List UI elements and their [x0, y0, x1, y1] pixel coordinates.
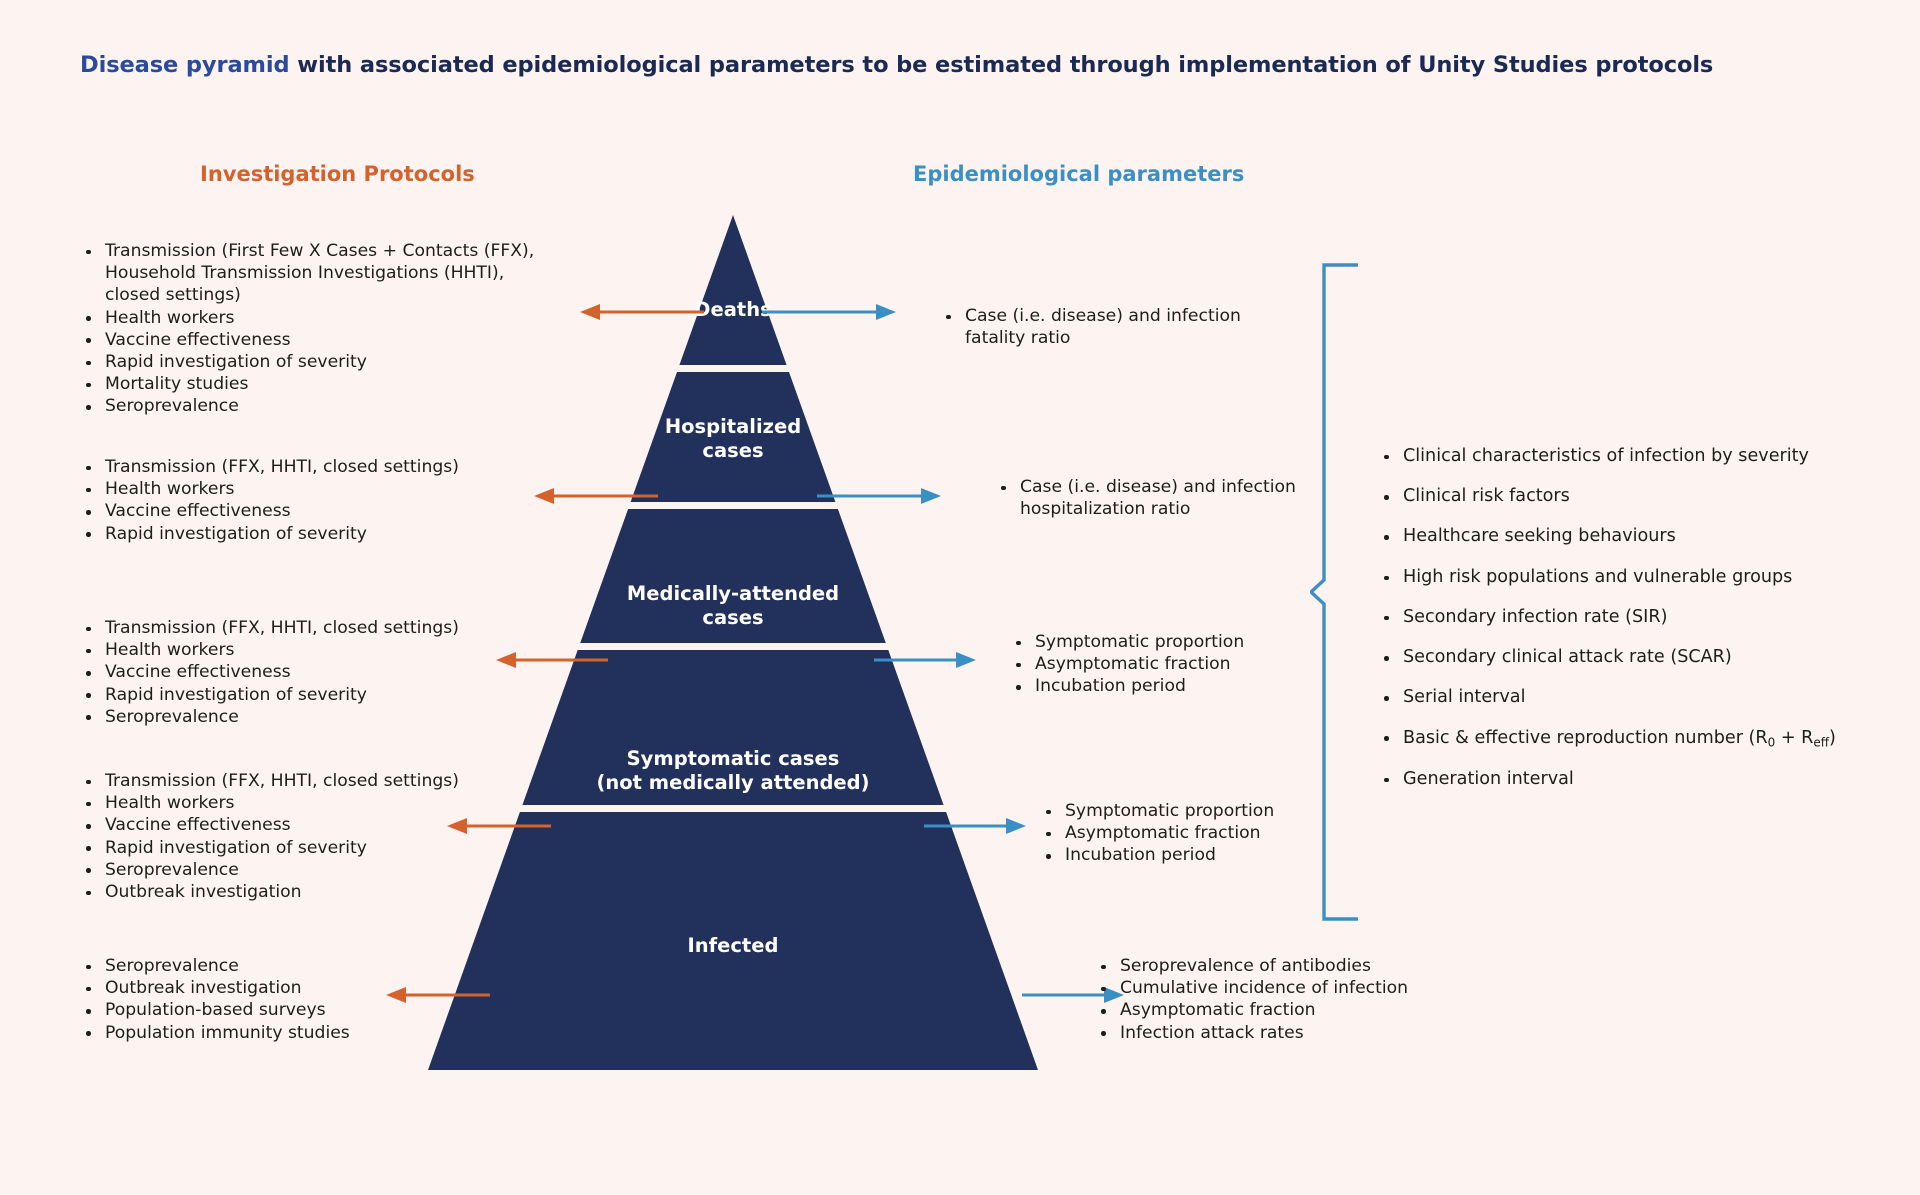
- pyramid-shape: [428, 215, 1038, 1070]
- grouping-brace: [1310, 263, 1358, 921]
- parameter-list-hospitalized: Case (i.e. disease) and infection hospit…: [995, 476, 1325, 520]
- investigation-protocols-heading: Investigation Protocols: [200, 162, 475, 186]
- list-item: Vaccine effectiveness: [80, 329, 550, 351]
- protocol-block-hospitalized: Transmission (FFX, HHTI, closed settings…: [80, 456, 550, 545]
- list-item: Outbreak investigation: [80, 977, 550, 999]
- list-item: Clinical characteristics of infection by…: [1378, 445, 1878, 468]
- list-item: Seroprevalence: [80, 955, 550, 977]
- list-item: Case (i.e. disease) and infection hospit…: [995, 476, 1325, 520]
- title-accent: Disease pyramid: [80, 52, 290, 78]
- protocol-block-medically-attended: Transmission (FFX, HHTI, closed settings…: [80, 617, 550, 728]
- protocol-list-hospitalized: Transmission (FFX, HHTI, closed settings…: [80, 456, 550, 545]
- arrow-right-symptomatic: [924, 818, 1026, 834]
- parameter-block-hospitalized: Case (i.e. disease) and infection hospit…: [995, 476, 1325, 520]
- list-item: Vaccine effectiveness: [80, 500, 550, 522]
- list-item: Secondary clinical attack rate (SCAR): [1378, 646, 1878, 669]
- list-item: Rapid investigation of severity: [80, 523, 550, 545]
- list-item: High risk populations and vulnerable gro…: [1378, 566, 1878, 589]
- protocol-list-symptomatic: Transmission (FFX, HHTI, closed settings…: [80, 770, 550, 903]
- protocol-block-deaths: Transmission (First Few X Cases + Contac…: [80, 240, 550, 418]
- list-item: Secondary infection rate (SIR): [1378, 606, 1878, 629]
- list-item: Basic & effective reproduction number (R…: [1378, 727, 1878, 751]
- list-item: Transmission (First Few X Cases + Contac…: [80, 240, 550, 307]
- list-item: Symptomatic proportion: [1010, 631, 1340, 653]
- protocol-block-symptomatic: Transmission (FFX, HHTI, closed settings…: [80, 770, 550, 903]
- list-item: Outbreak investigation: [80, 881, 550, 903]
- arrow-left-infected: [386, 987, 490, 1003]
- parameter-block-deaths: Case (i.e. disease) and infection fatali…: [940, 305, 1270, 349]
- list-item: Rapid investigation of severity: [80, 351, 550, 373]
- list-item: Asymptomatic fraction: [1095, 999, 1425, 1021]
- list-item: Asymptomatic fraction: [1040, 822, 1370, 844]
- list-item: Healthcare seeking behaviours: [1378, 525, 1878, 548]
- tier-shape-infected: [428, 812, 1038, 1070]
- tier-shape-hospitalized: [630, 372, 836, 502]
- arrow-right-infected: [1022, 987, 1124, 1003]
- list-item: Transmission (FFX, HHTI, closed settings…: [80, 617, 550, 639]
- page-title: Disease pyramid with associated epidemio…: [80, 52, 1780, 78]
- list-item: Infection attack rates: [1095, 1022, 1425, 1044]
- protocol-list-medically-attended: Transmission (FFX, HHTI, closed settings…: [80, 617, 550, 728]
- list-item: Transmission (FFX, HHTI, closed settings…: [80, 770, 550, 792]
- arrow-right-hospitalized: [817, 488, 941, 504]
- list-item: Health workers: [80, 639, 550, 661]
- list-item: Clinical risk factors: [1378, 485, 1878, 508]
- list-item: Symptomatic proportion: [1040, 800, 1370, 822]
- list-item: Population-based surveys: [80, 999, 550, 1021]
- arrow-right-deaths: [762, 304, 896, 320]
- list-item: Incubation period: [1010, 675, 1340, 697]
- list-item: Incubation period: [1040, 844, 1370, 866]
- list-item: Asymptomatic fraction: [1010, 653, 1340, 675]
- list-item: Case (i.e. disease) and infection fatali…: [940, 305, 1270, 349]
- list-item: Cumulative incidence of infection: [1095, 977, 1425, 999]
- protocol-list-deaths: Transmission (First Few X Cases + Contac…: [80, 240, 550, 418]
- list-item: Seroprevalence of antibodies: [1095, 955, 1425, 977]
- epidemiological-parameters-heading: Epidemiological parameters: [913, 162, 1245, 186]
- list-item: Seroprevalence: [80, 859, 550, 881]
- list-item: Serial interval: [1378, 686, 1878, 709]
- list-item: Health workers: [80, 307, 550, 329]
- tier-shape-symptomatic: [522, 650, 944, 805]
- arrow-left-symptomatic: [447, 818, 551, 834]
- list-item: Mortality studies: [80, 373, 550, 395]
- arrow-left-medically-attended: [496, 652, 608, 668]
- cross-cutting-parameters-list: Clinical characteristics of infection by…: [1378, 445, 1878, 791]
- list-item: Generation interval: [1378, 768, 1878, 791]
- title-rest: with associated epidemiological paramete…: [289, 52, 1714, 78]
- cross-cutting-parameters-block: Clinical characteristics of infection by…: [1378, 445, 1878, 808]
- list-item: Vaccine effectiveness: [80, 661, 550, 683]
- list-item: Rapid investigation of severity: [80, 684, 550, 706]
- list-item: Seroprevalence: [80, 395, 550, 417]
- parameter-list-deaths: Case (i.e. disease) and infection fatali…: [940, 305, 1270, 349]
- arrow-right-medically-attended: [874, 652, 976, 668]
- tier-shape-deaths: [679, 215, 787, 365]
- arrow-left-deaths: [580, 304, 704, 320]
- list-item: Rapid investigation of severity: [80, 837, 550, 859]
- list-item: Health workers: [80, 478, 550, 500]
- list-item: Population immunity studies: [80, 1022, 550, 1044]
- list-item: Transmission (FFX, HHTI, closed settings…: [80, 456, 550, 478]
- tier-shape-medically-attended: [580, 509, 886, 643]
- list-item: Vaccine effectiveness: [80, 814, 550, 836]
- list-item: Seroprevalence: [80, 706, 550, 728]
- arrow-left-hospitalized: [534, 488, 658, 504]
- list-item: Health workers: [80, 792, 550, 814]
